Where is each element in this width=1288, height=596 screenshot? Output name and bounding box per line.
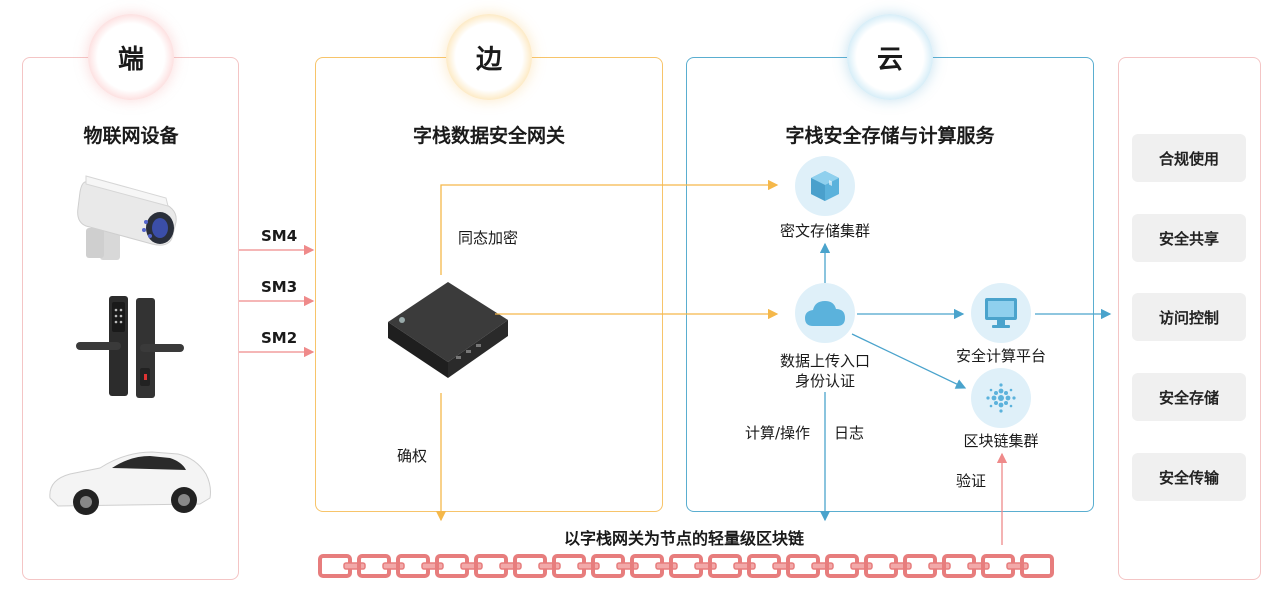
chain-connector [928, 562, 951, 570]
chain-connector [733, 562, 756, 570]
camera-icon [77, 175, 177, 260]
log-label: 日志 [834, 424, 865, 442]
monitor-icon [985, 298, 1017, 328]
chain-connector [421, 562, 444, 570]
chain-connector [343, 562, 366, 570]
rights-confirmation-label: 确权 [397, 447, 428, 465]
blockchain-cluster-node [971, 368, 1031, 428]
end-badge: 端 [88, 14, 174, 100]
cloud-badge-text: 云 [858, 25, 922, 89]
chain-connector [538, 562, 561, 570]
compute-ops-label: 计算/操作 [745, 424, 811, 442]
chain-connector [889, 562, 912, 570]
box-icon [811, 171, 839, 201]
chain-connector [967, 562, 990, 570]
chain-connector [694, 562, 717, 570]
capabilities-panel [1118, 57, 1261, 580]
blockchain-cluster-label: 区块链集群 [963, 432, 1039, 450]
storage-cluster-label: 密文存储集群 [779, 222, 871, 240]
chain-connector [772, 562, 795, 570]
capability-secure-storage: 安全存储 [1132, 373, 1246, 421]
blockchain-chain-icon [318, 554, 1054, 578]
cloud-icon [805, 301, 845, 326]
edge-badge-text: 边 [457, 25, 521, 89]
compute-platform-label: 安全计算平台 [955, 347, 1047, 365]
protocol-sm4-label: SM4 [261, 227, 298, 245]
edge-badge: 边 [446, 14, 532, 100]
compute-platform-node [971, 283, 1031, 343]
chain-connector [655, 562, 678, 570]
chain-connector [577, 562, 600, 570]
chain-link [1020, 554, 1054, 578]
chain-connector [811, 562, 834, 570]
storage-cluster-node [795, 156, 855, 216]
identity-auth-label: 身份认证 [794, 372, 856, 390]
edge-title: 字栈数据安全网关 [412, 125, 566, 147]
verify-label: 验证 [956, 472, 987, 490]
chain-connector [499, 562, 522, 570]
smart-lock-icon [76, 296, 184, 398]
blockchain-dots-icon [986, 383, 1016, 413]
upload-entry-label: 数据上传入口 [779, 352, 871, 370]
end-badge-text: 端 [99, 25, 163, 89]
car-icon [49, 451, 211, 515]
cloud-badge: 云 [847, 14, 933, 100]
protocol-sm2-label: SM2 [261, 329, 298, 347]
capability-secure-transmission: 安全传输 [1132, 453, 1246, 501]
cloud-title: 字栈安全存储与计算服务 [785, 125, 995, 147]
protocol-sm3-label: SM3 [261, 278, 298, 296]
end-title: 物联网设备 [83, 125, 179, 147]
encrypt-to-storage-arrow [440, 179, 779, 275]
chain-connector [460, 562, 483, 570]
homomorphic-encryption-label: 同态加密 [458, 229, 519, 247]
chain-connector [382, 562, 405, 570]
lightweight-blockchain-label: 以字栈网关为节点的轻量级区块链 [563, 529, 805, 548]
chain-connector [616, 562, 639, 570]
chain-connector [850, 562, 873, 570]
capability-secure-sharing: 安全共享 [1132, 214, 1246, 262]
gateway-device-icon [388, 282, 508, 378]
capability-access-control: 访问控制 [1132, 293, 1246, 341]
capability-compliant-use: 合规使用 [1132, 134, 1246, 182]
upload-to-blockchain-arrow [851, 333, 967, 389]
upload-entry-node [795, 283, 855, 343]
chain-connector [1006, 562, 1029, 570]
